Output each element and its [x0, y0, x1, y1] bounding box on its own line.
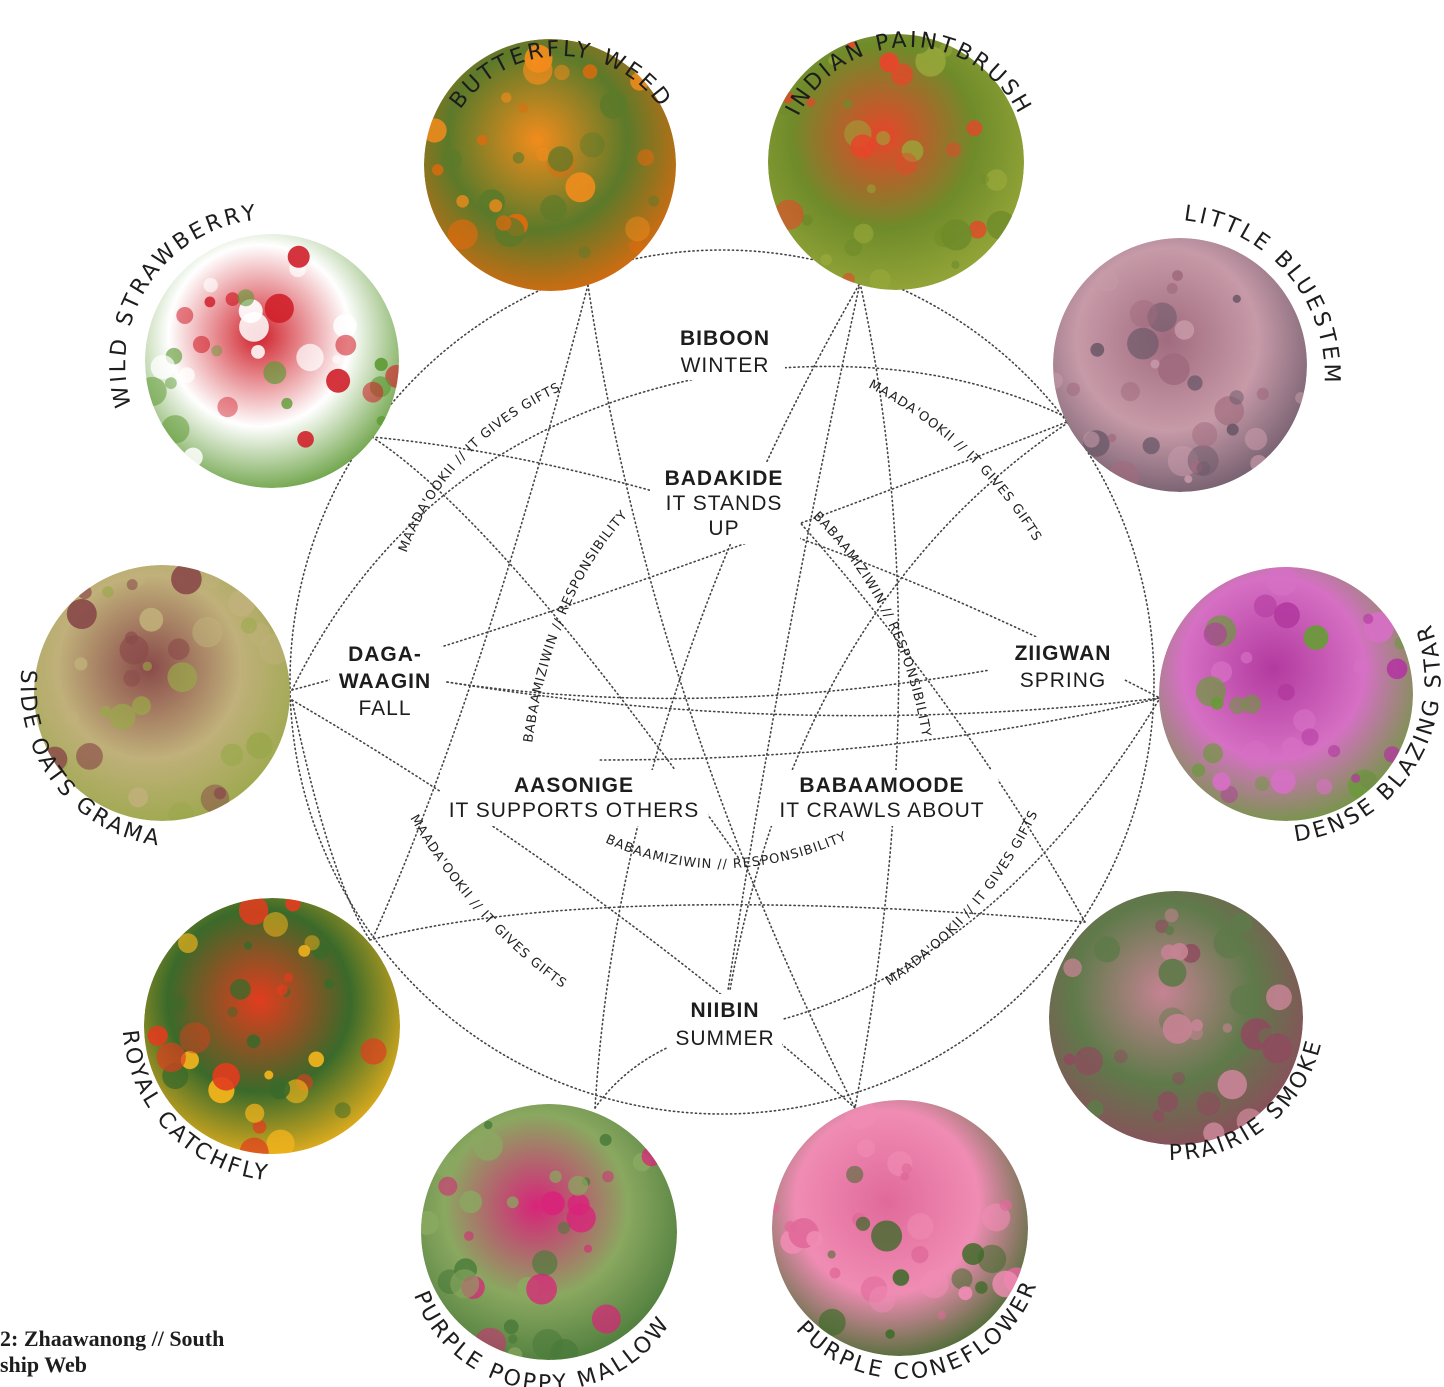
node-title-cont: WAAGIN — [339, 670, 431, 693]
node-title: AASONIGE — [514, 774, 634, 797]
plant-photo-wild-strawberry — [138, 234, 409, 488]
season-nodes: BIBOON WINTER BADAKIDE IT STANDS UP DAGA… — [330, 322, 1124, 1052]
node-subtitle: UP — [708, 517, 739, 540]
node-ziigwan: ZIIGWAN SPRING — [1002, 637, 1124, 693]
figure-caption: 2: Zhaawanong // South ship Web — [0, 1326, 224, 1378]
edge-label-resp-n: BABAAMIZIWIN // RESPONSIBILITY — [521, 508, 631, 744]
plant-photo-purple-poppy-mallow — [415, 1104, 677, 1367]
node-title: BIBOON — [680, 327, 770, 350]
edge — [588, 285, 855, 1108]
node-title: BADAKIDE — [665, 467, 784, 490]
plant-photo-dense-blazing-star — [1159, 564, 1413, 821]
node-biboon: BIBOON WINTER — [665, 322, 785, 380]
edge — [595, 283, 860, 1108]
node-subtitle: IT CRAWLS ABOUT — [779, 799, 984, 822]
edge — [728, 283, 860, 990]
node-subtitle: SPRING — [1020, 669, 1107, 692]
edge-label-gifts-se: MAADA'OOKII // IT GIVES GIFTS — [883, 808, 1042, 989]
node-subtitle: IT STANDS — [666, 492, 783, 515]
plant-photo-purple-coneflower — [769, 1098, 1029, 1356]
node-subtitle: IT SUPPORTS OTHERS — [449, 799, 700, 822]
edge-label-gifts-ne: MAADA'OOKII // IT GIVES GIFTS — [866, 377, 1044, 544]
edge — [600, 698, 1160, 760]
node-title: ZIIGWAN — [1015, 642, 1112, 665]
node-subtitle: FALL — [358, 697, 411, 720]
plant-photo-little-bluestem — [1047, 238, 1307, 493]
edge-label-resp-w: BABAAMIZIWIN // RESPONSIBILITY — [810, 509, 934, 739]
node-subtitle: SUMMER — [675, 1027, 774, 1050]
node-aasonige: AASONIGE IT SUPPORTS OTHERS — [440, 770, 708, 826]
node-babaamoode: BABAAMOODE IT CRAWLS ABOUT — [766, 770, 998, 826]
edge-label-gifts-sw: MAADA'OOKII // IT GIVES GIFTS — [407, 812, 570, 992]
node-niibin: NIIBIN SUMMER — [668, 994, 782, 1052]
node-title: DAGA- — [348, 643, 422, 666]
node-badakide: BADAKIDE IT STANDS UP — [650, 462, 800, 544]
edge-label-resp-s: BABAAMIZIWIN // RESPONSIBILITY — [603, 829, 849, 872]
node-dagawaagin: DAGA- WAAGIN FALL — [330, 638, 442, 722]
caption-line-1: 2: Zhaawanong // South — [0, 1326, 224, 1351]
node-subtitle: WINTER — [681, 354, 770, 377]
node-title: NIIBIN — [691, 999, 760, 1022]
caption-line-2: ship Web — [0, 1352, 87, 1377]
node-title: BABAAMOODE — [799, 774, 964, 797]
